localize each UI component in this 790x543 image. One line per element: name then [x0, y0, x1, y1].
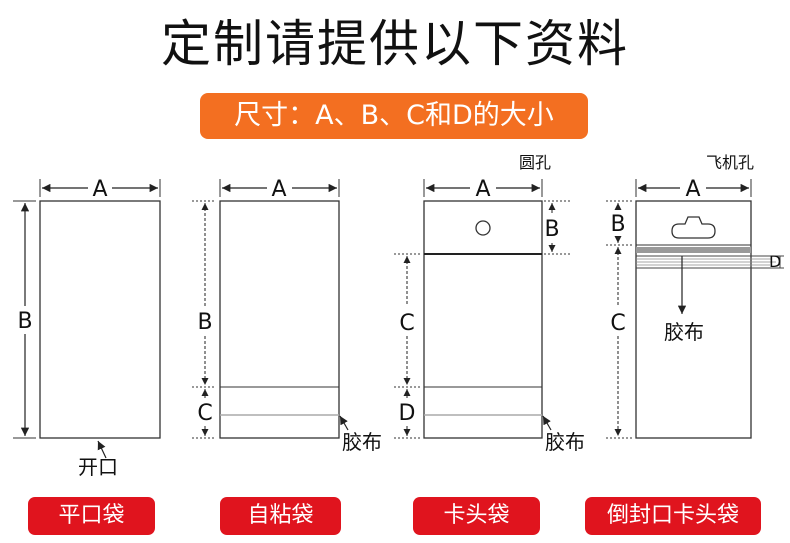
dimension-c-label: C [197, 401, 212, 426]
adhesive-label: 胶布 [664, 320, 704, 344]
dimension-a-label: A [271, 177, 286, 202]
adhesive-band [636, 247, 751, 253]
dimension-a-label: A [685, 177, 700, 202]
airplane-hole-icon [671, 216, 716, 239]
airplane-hole-label: 飞机孔 [706, 153, 754, 172]
inverted-seal-bag-tag: 倒封口卡头袋 [585, 497, 761, 535]
opening-label: 开口 [78, 455, 118, 479]
self-seal-bag-diagram: A B C 胶布 [192, 177, 382, 454]
dimension-b-label: B [197, 310, 212, 335]
dimension-c-label: C [610, 311, 625, 336]
dimension-d-label: D [399, 401, 416, 426]
inverted-seal-bag-outline [635, 200, 752, 439]
dimension-a-label: A [475, 177, 490, 202]
flat-bag-diagram: A B 开口 [13, 177, 161, 479]
self-seal-bag-outline [219, 200, 340, 439]
adhesive-label: 胶布 [342, 430, 382, 454]
inverted-seal-bag-diagram: 飞机孔 D A B C 胶布 [606, 153, 784, 439]
header-card-bag-outline [423, 200, 543, 439]
round-hole-label: 圆孔 [519, 153, 551, 172]
round-hole-icon [475, 220, 491, 236]
dimension-requirement-banner: 尺寸：A、B、C和D的大小 [200, 93, 588, 139]
header-card-bag-tag: 卡头袋 [413, 497, 540, 535]
dimension-c-label: C [399, 311, 414, 336]
page-title: 定制请提供以下资料 [161, 15, 629, 73]
dimension-b-label: B [544, 217, 559, 242]
dimension-b-label: B [610, 212, 625, 237]
header-card-bag-diagram: 圆孔 A B C D 胶布 [394, 153, 585, 454]
dimension-a-label: A [92, 177, 107, 202]
dimension-d-label: D [769, 252, 781, 271]
flat-bag-outline [39, 200, 161, 439]
self-seal-bag-tag: 自粘袋 [220, 497, 341, 535]
flat-bag-tag: 平口袋 [28, 497, 155, 535]
dimension-b-label: B [17, 309, 32, 334]
adhesive-label: 胶布 [545, 430, 585, 454]
